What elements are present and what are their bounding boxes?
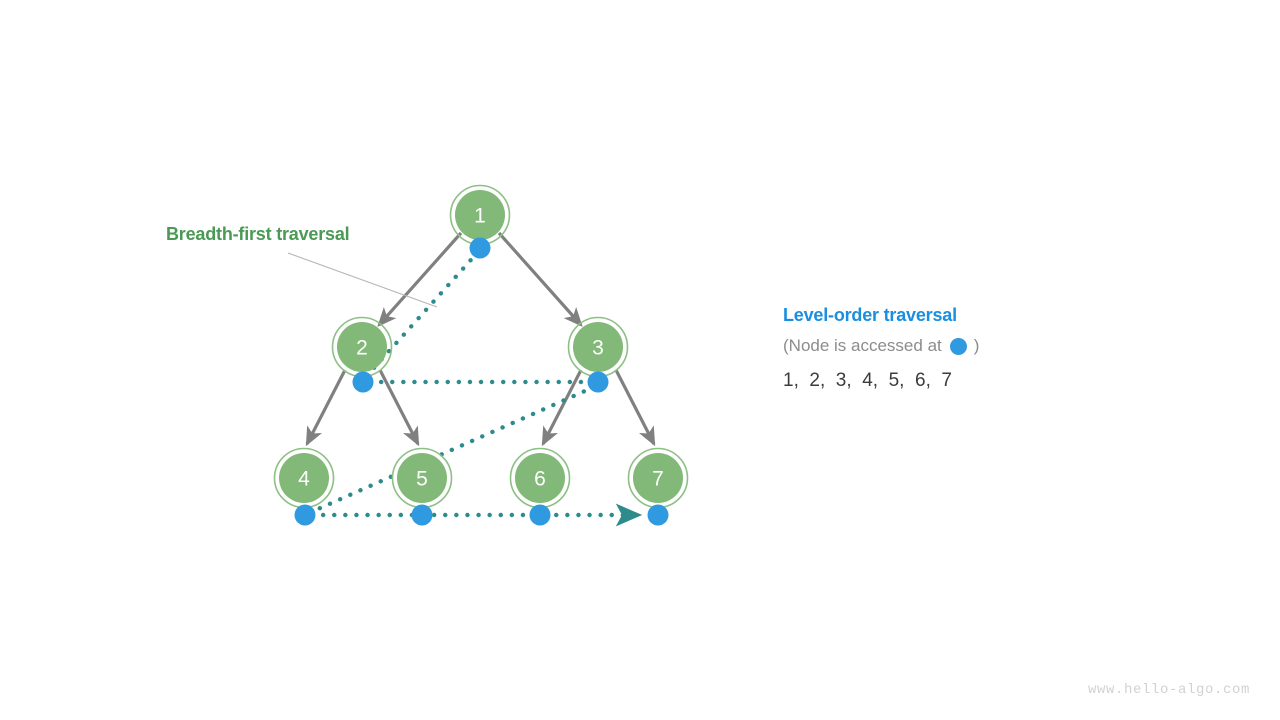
node-label: 3 [592,337,604,360]
node-body [397,453,447,503]
tree-edges [305,231,656,447]
visit-dot-node-6[interactable] [529,504,551,526]
panel-note-suffix: ) [973,336,980,355]
edge-2-4 [305,369,347,447]
visit-dot-node-5[interactable] [411,504,433,526]
visit-dot-node-3[interactable] [587,371,609,393]
edge-1-2 [377,231,463,327]
visit-dot-node-2[interactable] [352,371,374,393]
legend-panel: Level-order traversal (Node is accessed … [783,304,1223,393]
node-label: 1 [474,205,486,228]
tree-node-7[interactable]: 7 [627,447,689,509]
edge-3-6 [541,369,583,447]
traversal-sequence: 1, 2, 3, 4, 5, 6, 7 [783,370,952,391]
node-label: 6 [534,468,546,491]
visit-dot-node-7[interactable] [647,504,669,526]
node-label: 7 [652,468,664,491]
tree-node-5[interactable]: 5 [391,447,453,509]
tree-node-3[interactable]: 3 [567,316,629,378]
node-label: 4 [298,468,310,491]
node-label: 2 [356,337,368,360]
edge-3-7 [614,369,656,447]
visit-markers [294,237,669,526]
visit-dot-icon [949,337,967,355]
edge-1-3 [497,231,583,327]
traversal-segment-3-4 [306,384,597,516]
node-body [633,453,683,503]
panel-note: (Node is accessed at ) [783,335,1223,357]
bfs-label-leader-line [287,252,438,308]
node-body [515,453,565,503]
node-body [573,322,623,372]
tree-node-4[interactable]: 4 [273,447,335,509]
watermark: www.hello-algo.com [1087,682,1250,698]
visit-dot-node-4[interactable] [294,504,316,526]
panel-title: Level-order traversal [783,305,957,325]
tree-nodes: 1 2 3 4 5 [273,184,689,509]
bfs-traversal-label: Breadth-first traversal [166,224,350,244]
visit-dot-node-1[interactable] [469,237,491,259]
node-body [337,322,387,372]
edge-2-5 [378,369,420,447]
node-body [455,190,505,240]
tree-node-6[interactable]: 6 [509,447,571,509]
node-label: 5 [416,468,428,491]
tree-node-1[interactable]: 1 [449,184,511,246]
tree-node-2[interactable]: 2 [331,316,393,378]
panel-note-prefix: (Node is accessed at [783,336,942,355]
node-body [279,453,329,503]
